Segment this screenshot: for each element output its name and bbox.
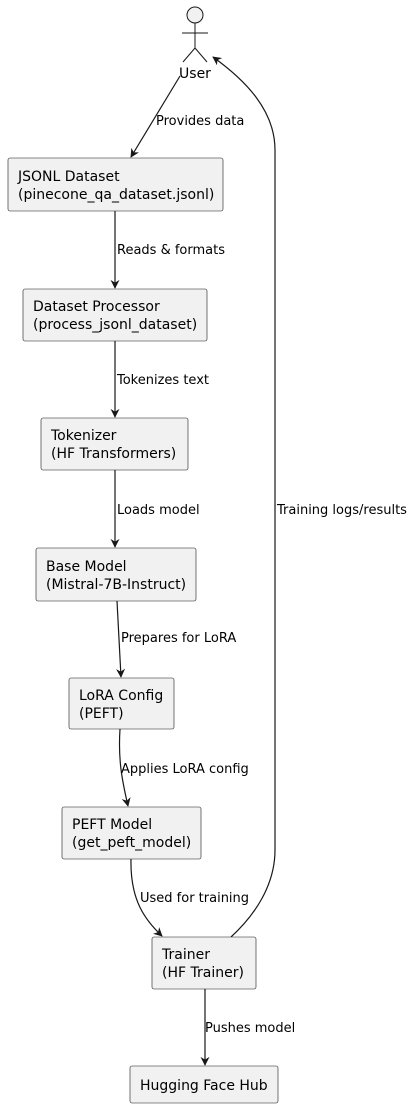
user-actor: User	[179, 6, 211, 82]
node-box	[151, 936, 257, 990]
edge-label-tokenizes-text: Tokenizes text	[116, 373, 209, 388]
node-box	[68, 677, 175, 730]
edge-training-logs	[212, 56, 276, 938]
edges: Provides data Reads & formats Tokenizes …	[110, 56, 407, 1066]
edge-label-loads-model: Loads model	[117, 503, 200, 518]
node-subtitle: (HF Trainer)	[162, 965, 244, 981]
actor-leg-right	[194, 47, 208, 63]
node-title: LoRA Config	[79, 688, 163, 704]
node-title: Hugging Face Hub	[140, 1078, 268, 1094]
node-base-model: Base Model (Mistral-7B-Instruct)	[35, 547, 197, 602]
edge-label-used-for-training: Used for training	[140, 891, 249, 906]
node-trainer: Trainer (HF Trainer)	[151, 936, 257, 990]
edge-used-for-training	[130, 858, 163, 937]
node-hugging-face-hub: Hugging Face Hub	[129, 1065, 279, 1104]
edge-applies-lora	[118, 728, 131, 807]
actor-leg-left	[182, 47, 196, 63]
node-box	[22, 288, 208, 342]
node-subtitle: (PEFT)	[79, 706, 124, 722]
edge-label-pushes-model: Pushes model	[205, 1021, 295, 1036]
node-box	[40, 417, 189, 471]
edge-label-provides-data: Provides data	[156, 114, 244, 129]
node-box	[7, 157, 224, 212]
node-box	[61, 806, 202, 860]
node-subtitle: (process_jsonl_dataset)	[33, 317, 197, 333]
actor-label: User	[179, 66, 211, 82]
node-subtitle: (get_peft_model)	[72, 835, 191, 851]
edge-prepares-lora	[116, 600, 126, 678]
node-box	[129, 1065, 279, 1104]
actor-head	[186, 6, 204, 24]
node-title: Base Model	[46, 559, 127, 575]
node-subtitle: (Mistral-7B-Instruct)	[46, 577, 186, 593]
node-dataset-processor: Dataset Processor (process_jsonl_dataset…	[22, 288, 208, 342]
node-tokenizer: Tokenizer (HF Transformers)	[40, 417, 189, 471]
node-jsonl-dataset: JSONL Dataset (pinecone_qa_dataset.jsonl…	[7, 157, 224, 212]
node-peft-model: PEFT Model (get_peft_model)	[61, 806, 202, 860]
node-box	[35, 547, 197, 602]
edge-label-reads-formats: Reads & formats	[117, 243, 225, 258]
edge-label-training-logs: Training logs/results	[276, 503, 407, 518]
edge-provides-data	[130, 75, 181, 158]
node-lora-config: LoRA Config (PEFT)	[68, 677, 175, 730]
node-title: PEFT Model	[72, 817, 152, 833]
node-title: Dataset Processor	[33, 299, 160, 315]
node-subtitle: (pinecone_qa_dataset.jsonl)	[18, 187, 214, 203]
edge-label-prepares-lora: Prepares for LoRA	[121, 631, 236, 646]
node-subtitle: (HF Transformers)	[51, 446, 176, 462]
node-title: JSONL Dataset	[17, 169, 120, 185]
node-title: Trainer	[161, 947, 210, 963]
node-title: Tokenizer	[50, 428, 117, 444]
edge-label-applies-lora: Applies LoRA config	[121, 762, 249, 777]
